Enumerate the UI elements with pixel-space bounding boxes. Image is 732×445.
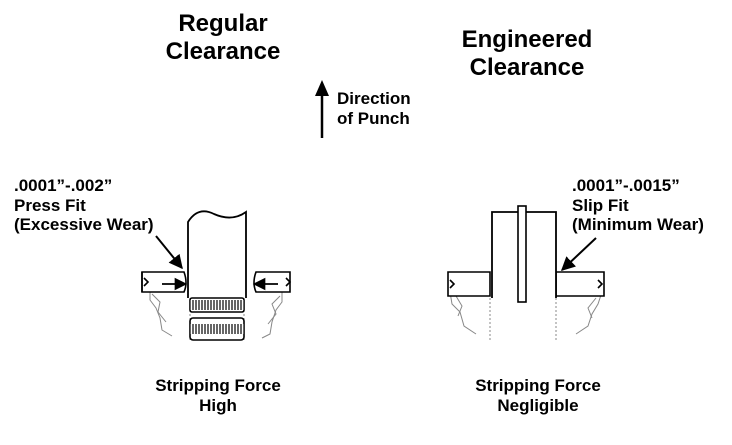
regular-title-line1: Regular [178, 10, 268, 37]
right-guide-key [517, 205, 527, 303]
press-fit-wear: (Excessive Wear) [14, 215, 154, 235]
engineered-punch-assembly [447, 205, 605, 340]
right-die-base [449, 291, 603, 340]
left-stripper-plate-right [253, 271, 292, 293]
regular-title-line2: Clearance [165, 37, 281, 65]
engineered-title: Engineered Clearance [438, 26, 616, 81]
slip-fit-wear: (Minimum Wear) [572, 215, 704, 235]
press-fit-callout: .0001”-.002” Press Fit (Excessive Wear) [14, 176, 154, 235]
slip-fit-callout: .0001”-.0015” Slip Fit (Minimum Wear) [572, 176, 704, 235]
engineered-stripping-force: Stripping Force Negligible [454, 376, 622, 415]
regular-stripping-force: Stripping Force High [134, 376, 302, 415]
slip-fit-tolerance: .0001”-.0015” [572, 176, 680, 195]
direction-label: Direction of Punch [337, 89, 411, 128]
right-stripper-plate-right [555, 271, 605, 297]
right-stripper-plate-left [447, 271, 491, 297]
engineered-title-line2: Clearance [469, 53, 585, 81]
engineered-force-line1: Stripping Force [475, 376, 601, 395]
engineered-force-line2: Negligible [497, 395, 579, 415]
press-fit-label: Press Fit [14, 195, 86, 215]
press-fit-tolerance: .0001”-.002” [14, 176, 113, 195]
regular-force-line2: High [199, 395, 237, 415]
direction-line1: Direction [337, 89, 411, 108]
direction-arrow-icon [315, 80, 329, 138]
engineered-title-line1: Engineered [461, 26, 593, 53]
direction-line2: of Punch [337, 108, 410, 128]
left-stripper-plate-left [141, 271, 187, 293]
left-slug-rings [189, 297, 245, 341]
regular-force-line1: Stripping Force [155, 376, 281, 395]
regular-title: Regular Clearance [148, 10, 298, 65]
left-punch-body [187, 210, 247, 298]
regular-punch-assembly [141, 210, 292, 341]
slip-fit-label: Slip Fit [572, 195, 629, 215]
